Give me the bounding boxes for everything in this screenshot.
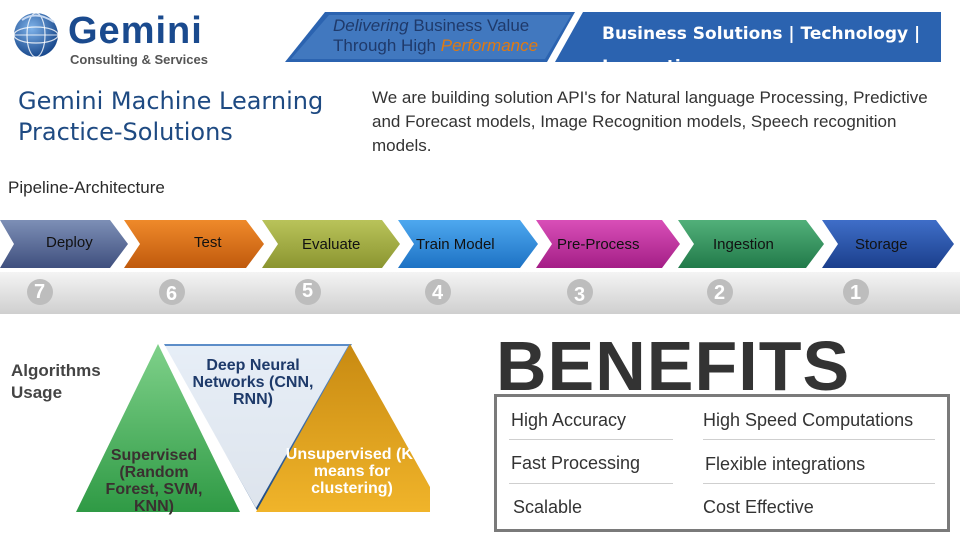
benefit-item: Scalable (513, 497, 582, 518)
stage-evaluate-label: Evaluate (302, 236, 360, 253)
divider (703, 483, 935, 484)
tagline: Delivering Business Value Through High P… (333, 16, 573, 56)
benefit-item: Fast Processing (511, 453, 640, 474)
page-title: Gemini Machine Learning Practice-Solutio… (18, 86, 358, 148)
globe-icon (10, 8, 62, 60)
stage-number: 1 (850, 282, 861, 305)
stage-number: 6 (166, 283, 177, 306)
stage-deploy-label: Deploy (46, 234, 93, 251)
pipeline-diagram: Deploy Test Evaluate Train Model Pre-Pro… (0, 206, 960, 314)
pipeline-arrows (0, 206, 960, 314)
benefit-item: High Accuracy (511, 410, 626, 431)
divider (703, 439, 935, 440)
stage-train-model-label: Train Model (416, 236, 495, 253)
benefit-item: High Speed Computations (703, 410, 913, 431)
tagline-part1: Delivering (333, 16, 409, 35)
stage-number: 3 (574, 284, 585, 307)
benefits-panel: High Accuracy High Speed Computations Fa… (494, 394, 950, 532)
benefit-item: Cost Effective (703, 497, 814, 518)
divider (509, 439, 673, 440)
divider (509, 483, 673, 484)
pipeline-title: Pipeline-Architecture (8, 178, 165, 198)
stage-number: 2 (714, 282, 725, 305)
logo-subtitle: Consulting & Services (70, 52, 208, 67)
stage-number: 7 (34, 281, 45, 304)
stage-number: 4 (432, 282, 443, 305)
logo-name: Gemini (68, 10, 203, 53)
supervised-label: Supervised (Random Forest, SVM, KNN) (92, 447, 216, 515)
top-nav: Business Solutions | Technology | Innova… (602, 18, 932, 84)
stage-number: 5 (302, 280, 313, 303)
stage-ingestion-label: Ingestion (713, 236, 774, 253)
tagline-part3: Performance (441, 36, 538, 55)
benefit-item: Flexible integrations (705, 454, 865, 475)
stage-pre-process-label: Pre-Process (557, 236, 640, 253)
intro-text: We are building solution API's for Natur… (372, 86, 947, 158)
stage-storage-label: Storage (855, 236, 908, 253)
company-logo: Gemini Consulting & Services (10, 8, 210, 64)
stage-test-label: Test (194, 234, 222, 251)
unsupervised-label: Unsupervised (K-means for clustering) (284, 446, 420, 497)
deep-neural-networks-label: Deep Neural Networks (CNN, RNN) (192, 357, 314, 408)
